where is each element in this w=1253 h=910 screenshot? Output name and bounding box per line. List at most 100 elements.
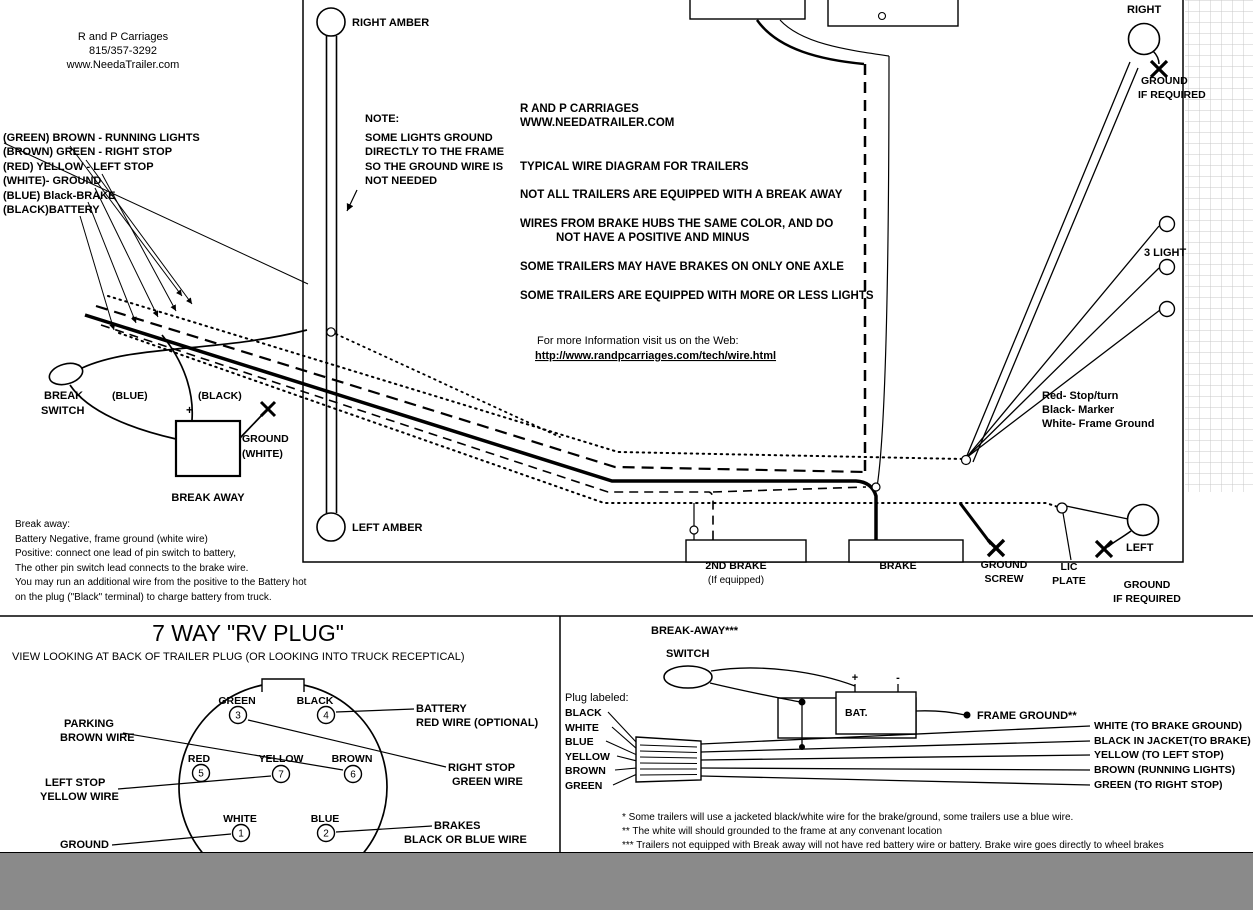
light-key-line: Red- Stop/turn xyxy=(1042,390,1119,402)
light-key-line: Black- Marker xyxy=(1042,404,1115,416)
battery-wire-label: RED WIRE (OPTIONAL) xyxy=(416,717,539,729)
wire-guide-link[interactable]: http://www.randpcarriages.com/tech/wire.… xyxy=(535,350,776,362)
ground-screw-label: GROUND xyxy=(981,559,1028,571)
legend-line: (GREEN) BROWN - RUNNING LIGHTS xyxy=(3,132,200,144)
marker-lamp xyxy=(1158,258,1176,276)
info-line: R AND P CARRIAGES xyxy=(520,103,639,115)
company-name: R and P Carriages xyxy=(78,31,169,43)
note-line: SO THE GROUND WIRE IS xyxy=(365,161,503,173)
right-stop-label: RIGHT STOP xyxy=(448,762,515,774)
output-wire xyxy=(700,775,1091,786)
info-line: SOME TRAILERS MAY HAVE BRAKES ON ONLY ON… xyxy=(520,261,844,273)
legend-line: (BLACK)BATTERY xyxy=(3,204,100,216)
left-lamp-feed xyxy=(1065,505,1129,520)
battery-box xyxy=(835,691,917,735)
right-amber-label: RIGHT AMBER xyxy=(352,17,429,29)
note-block: NOTE: SOME LIGHTS GROUND DIRECTLY TO THE… xyxy=(365,113,504,187)
battery-minus: - xyxy=(896,672,900,684)
breakaway-note-line: You may run an additional wire from the … xyxy=(15,577,307,588)
brake-box xyxy=(848,539,964,563)
pin-circle xyxy=(191,763,211,783)
bundle-wire-dashed xyxy=(100,324,714,540)
battery-label: BATTERY xyxy=(416,703,467,715)
pin-color-label: WHITE xyxy=(223,813,257,825)
pin-circle xyxy=(316,705,336,725)
website-text: www.NeedaTrailer.com xyxy=(66,59,180,71)
left-lamp-area xyxy=(986,503,1160,559)
frame-ground-x xyxy=(1094,539,1114,559)
if-equipped-label: (If equipped) xyxy=(708,575,764,586)
legend-arrows xyxy=(3,142,358,331)
info-line: NOT ALL TRAILERS ARE EQUIPPED WITH A BRE… xyxy=(520,189,843,201)
left-lamp-label: LEFT xyxy=(1126,542,1154,554)
note-line: NOTE: xyxy=(365,113,399,125)
ground-screw-x xyxy=(986,538,1006,558)
footnote: *** Trailers not equipped with Break awa… xyxy=(622,840,1164,851)
leader-line xyxy=(117,775,272,790)
break-away-box-label: BREAK AWAY xyxy=(171,492,245,504)
pin-circle xyxy=(271,764,291,784)
leader-line xyxy=(607,711,638,744)
phone-number: 815/357-3292 xyxy=(89,45,157,57)
ground-screw-label: SCREW xyxy=(984,573,1023,585)
breakaway-note-line: Break away: xyxy=(15,519,70,530)
right-amber-lamp xyxy=(316,7,346,37)
breakaway-note-line: on the plug ("Black" terminal) to charge… xyxy=(15,592,272,603)
legend-line: (RED) YELLOW - LEFT STOP xyxy=(3,161,154,173)
seven-way-panel: 7 WAY "RV PLUG" VIEW LOOKING AT BACK OF … xyxy=(12,620,539,892)
info-line: WWW.NEEDATRAILER.COM xyxy=(520,117,674,129)
top-light-box xyxy=(827,0,959,27)
pin-number: 6 xyxy=(350,770,356,781)
wire-junction xyxy=(877,11,887,21)
plug-keyway xyxy=(261,678,305,692)
leader-arrow xyxy=(94,187,159,318)
breakaway-notes: Break away: Battery Negative, frame grou… xyxy=(15,519,307,603)
marker-light-feed xyxy=(965,267,1160,459)
if-required-label: IF REQUIRED xyxy=(1113,593,1181,605)
gray-footer-bar xyxy=(0,852,1253,910)
output-wire xyxy=(700,740,1091,753)
left-stop-label: LEFT STOP xyxy=(45,777,105,789)
wire-junction xyxy=(960,454,972,466)
parking-wire-label: BROWN WIRE xyxy=(60,732,135,744)
leader-line xyxy=(616,755,638,762)
right-lamp-feed xyxy=(965,61,1131,459)
pin-color-label: BLACK xyxy=(297,695,334,707)
plug-pins: GREEN 3 BLACK 4 RED 5 YELLOW 7 BROWN 6 W… xyxy=(188,695,373,843)
battery-plus: + xyxy=(852,672,858,684)
left-stop-lamp xyxy=(1126,503,1160,537)
wire-color-legend: (GREEN) BROWN - RUNNING LIGHTS (BROWN) G… xyxy=(3,132,200,216)
frame-ground-x xyxy=(259,400,277,418)
footnote: ** The white will should grounded to the… xyxy=(622,826,942,837)
bundle-wire-dashed xyxy=(95,304,867,474)
right-lamp-label: RIGHT xyxy=(1127,4,1162,16)
battery-terminals xyxy=(854,684,899,692)
hatch-lines xyxy=(639,744,698,776)
info-line: SOME TRAILERS ARE EQUIPPED WITH MORE OR … xyxy=(520,290,874,302)
light-key-line: White- Frame Ground xyxy=(1042,418,1154,430)
brakes-wire-label: BLACK OR BLUE WIRE xyxy=(404,834,527,846)
output-labels: WHITE (TO BRAKE GROUND) BLACK IN JACKET(… xyxy=(1094,720,1251,791)
bundle-wire-brake xyxy=(84,313,878,540)
note-line: SOME LIGHTS GROUND xyxy=(365,132,493,144)
plug-labeled-caption: Plug labeled: xyxy=(565,692,629,704)
schematic-footnotes: * Some trailers will use a jacketed blac… xyxy=(622,812,1164,851)
top-marker-lights xyxy=(689,0,959,488)
blue-wire-label: (BLUE) xyxy=(112,390,148,402)
plug-side-labels: PARKING BROWN WIRE BATTERY RED WIRE (OPT… xyxy=(40,703,539,865)
bundle-wire-dashed xyxy=(712,486,867,493)
note-line: DIRECTLY TO THE FRAME xyxy=(365,146,504,158)
frame-ground-dot xyxy=(963,711,971,719)
note-line: NOT NEEDED xyxy=(365,175,437,187)
breakaway-note-line: The other pin switch lead connects to th… xyxy=(15,563,248,574)
black-wire xyxy=(161,334,194,421)
leader-line xyxy=(611,726,638,750)
battery-label: BAT. xyxy=(845,707,868,719)
pin-circle xyxy=(343,764,363,784)
light-color-key: Red- Stop/turn Black- Marker White- Fram… xyxy=(1042,390,1154,430)
leader-line xyxy=(612,773,638,786)
brake-boxes xyxy=(685,539,964,563)
plug-wire-leaders xyxy=(605,711,638,786)
pin-color-label: BROWN xyxy=(332,753,373,765)
